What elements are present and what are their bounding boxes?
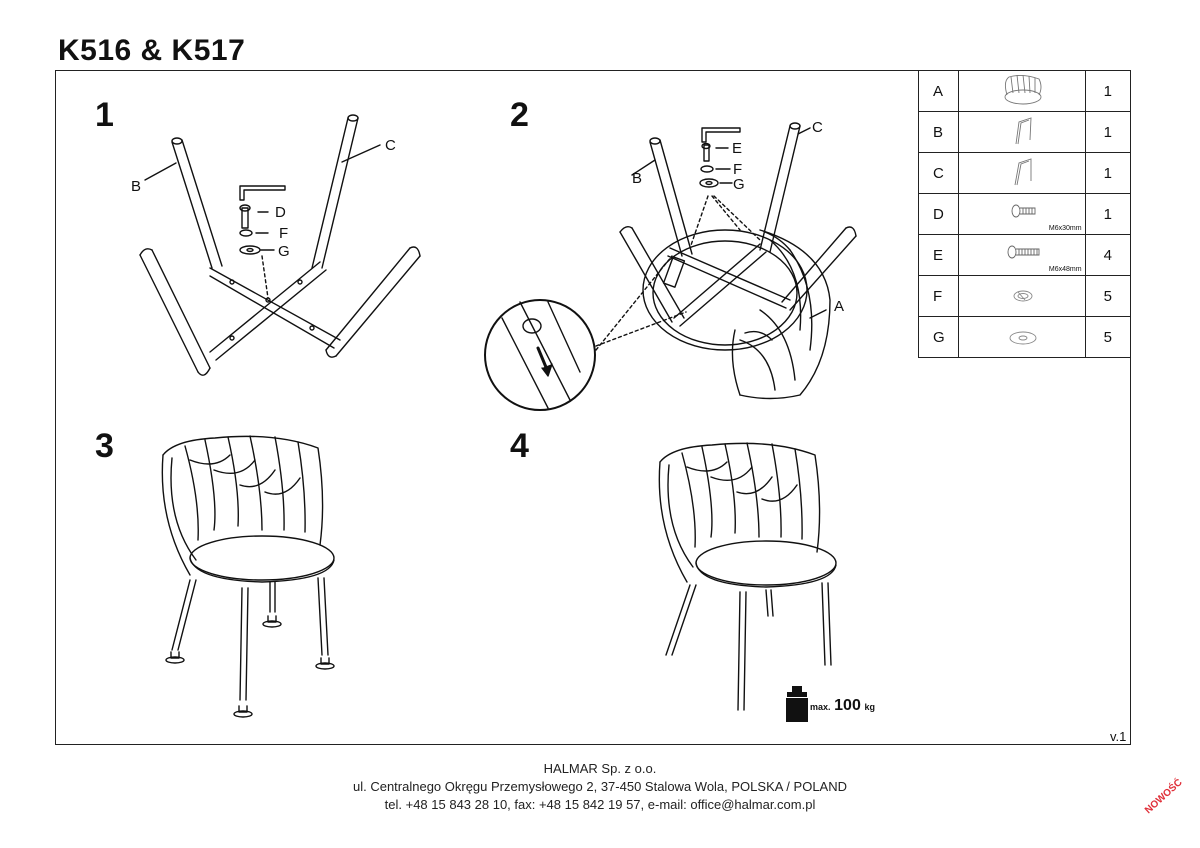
step-1-label-d: D [275, 204, 286, 221]
step-2-label-b: B [632, 170, 643, 187]
footer-company: HALMAR Sp. z o.o. [543, 761, 657, 776]
table-row: G 5 [918, 316, 1132, 358]
table-row: F 5 [918, 275, 1132, 317]
assembly-drawings [139, 114, 857, 722]
part-spec: M6x30mm [1048, 225, 1082, 232]
max-load-value: 100 [834, 697, 861, 714]
table-row: B 1 [918, 111, 1132, 153]
step-1-label-c: C [385, 137, 396, 154]
part-picture [957, 275, 1086, 317]
part-picture [957, 152, 1086, 194]
step-2-number: 2 [510, 96, 529, 134]
bolt-icon [1007, 245, 1040, 259]
part-quantity: 1 [1084, 111, 1132, 153]
table-row: C 1 [918, 152, 1132, 194]
step-3-number: 3 [95, 427, 114, 465]
footer-contact: tel. +48 15 843 28 10, fax: +48 15 842 1… [384, 797, 816, 812]
part-spec: M6x48mm [1048, 266, 1082, 273]
step-1-label-f: F [279, 225, 289, 242]
table-row: A 1 [918, 70, 1132, 112]
part-letter: D [918, 193, 959, 235]
step-1-label-b: B [131, 178, 142, 195]
instruction-frame [55, 70, 1131, 745]
part-letter: F [918, 275, 959, 317]
part-picture [957, 316, 1086, 358]
step-1-label-g: G [278, 243, 290, 260]
part-quantity: 1 [1084, 152, 1132, 194]
max-load-unit: kg [864, 702, 875, 712]
table-row: D M6x30mm 1 [918, 193, 1132, 235]
zoom-detail [484, 299, 596, 411]
part-quantity: 5 [1084, 316, 1132, 358]
part-quantity: 1 [1084, 70, 1132, 112]
table-row: E M6x48mm 4 [918, 234, 1132, 276]
parts-table: A 1 B 1 C [918, 70, 1132, 358]
bolt-icon [1011, 204, 1036, 218]
part-picture: M6x48mm [957, 234, 1086, 276]
step-4-chair [658, 442, 837, 711]
max-load-prefix: max. [810, 702, 831, 712]
weight-icon [786, 686, 808, 722]
part-letter: E [918, 234, 959, 276]
step-1-hardware [239, 185, 286, 255]
part-letter: A [918, 70, 959, 112]
part-letter: C [918, 152, 959, 194]
step-3-chair [161, 435, 335, 718]
step-1-number: 1 [95, 96, 114, 134]
step-2-label-c: C [812, 119, 823, 136]
leg-b-icon [1015, 117, 1032, 145]
step-2-label-a: A [834, 298, 845, 315]
part-letter: B [918, 111, 959, 153]
step-2-label-f: F [733, 161, 743, 178]
leg-c-icon [1014, 158, 1032, 186]
part-picture [957, 111, 1086, 153]
part-quantity: 4 [1084, 234, 1132, 276]
page-title: K516 & K517 [58, 34, 246, 67]
spring-washer-icon [1013, 290, 1033, 302]
version-label: v.1 [1110, 729, 1127, 744]
step-2-label-e: E [732, 140, 743, 157]
part-picture: M6x30mm [957, 193, 1086, 235]
footer-address: ul. Centralnego Okręgu Przemysłowego 2, … [352, 779, 847, 794]
part-quantity: 1 [1084, 193, 1132, 235]
step-1-leg-frame [139, 114, 421, 376]
part-letter: G [918, 316, 959, 358]
step-2-label-g: G [733, 176, 745, 193]
part-quantity: 5 [1084, 275, 1132, 317]
step-2-hardware [699, 127, 741, 188]
max-load: max. 100 kg [810, 697, 875, 715]
chair-seat-icon [1004, 74, 1042, 105]
flat-washer-icon [1009, 331, 1037, 345]
step-4-number: 4 [510, 427, 529, 465]
step-2-assembly [595, 122, 857, 400]
part-picture [957, 70, 1086, 112]
